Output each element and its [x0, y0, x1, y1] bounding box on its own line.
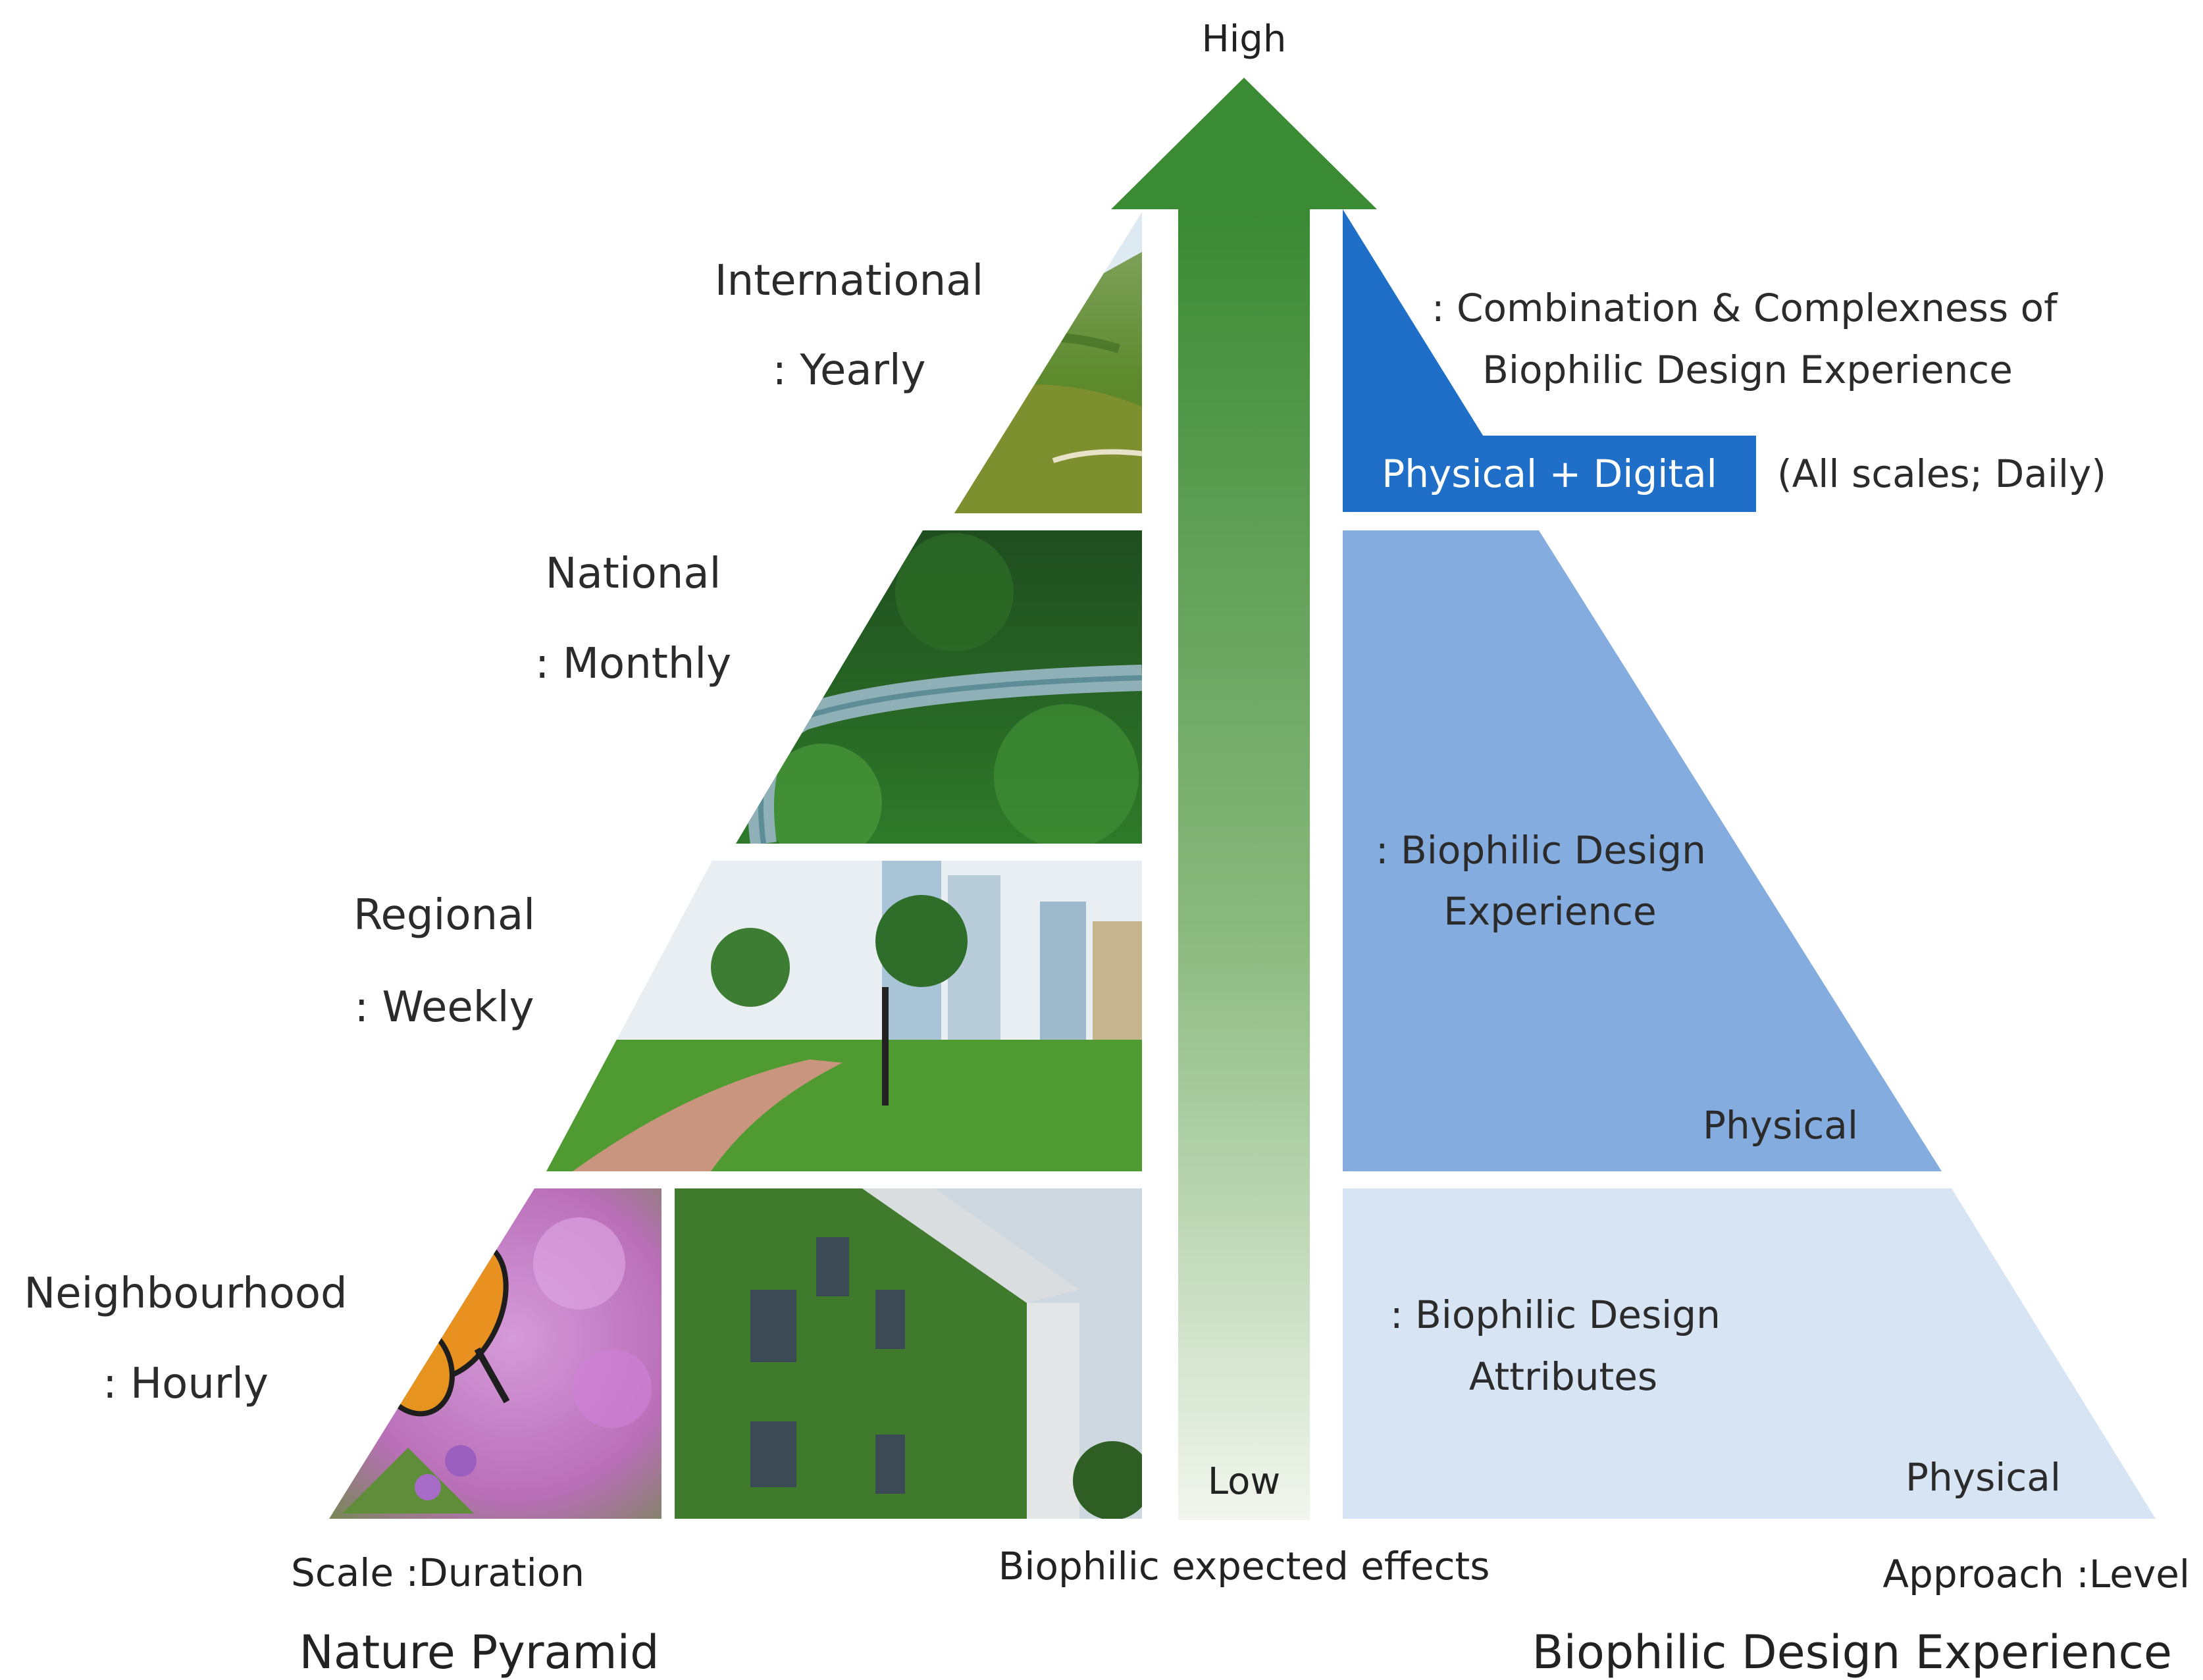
- top-tier-note: (All scales; Daily): [1777, 451, 2106, 496]
- nature-pyramid-axis-caption: Scale :Duration: [291, 1550, 584, 1595]
- butterfly-image: [329, 1188, 661, 1519]
- tier-middle-trapezoid: [1343, 530, 1942, 1171]
- middle-tier-physical-tag: Physical: [1703, 1103, 1858, 1148]
- biophilic-pyramid-title: Biophilic Design Experience: [1532, 1625, 2172, 1679]
- bottom-tier-desc-line2: Attributes: [1469, 1354, 1657, 1399]
- middle-tier-desc-line2: Experience: [1443, 889, 1656, 934]
- top-tier-desc-line1: : Combination & Complexness of: [1432, 286, 2058, 330]
- physical-digital-bar: [1343, 436, 1756, 512]
- middle-tier-desc-line1: : Biophilic Design: [1376, 828, 1706, 873]
- bottom-tier-desc-line1: : Biophilic Design: [1390, 1292, 1721, 1337]
- level-scale-regional: Regional: [353, 891, 535, 940]
- level-scale-neighbourhood: Neighbourhood: [24, 1269, 347, 1318]
- bottom-tier-physical-tag: Physical: [1905, 1455, 2061, 1500]
- level-duration-international: : Yearly: [772, 346, 925, 395]
- arrow-low-label: Low: [1208, 1460, 1280, 1503]
- green-wall-building-image: [675, 1188, 1142, 1519]
- level-duration-national: : Monthly: [535, 640, 731, 688]
- forest-walkway-image: [736, 530, 1142, 844]
- physical-digital-label: Physical + Digital: [1382, 451, 1717, 496]
- top-tier-desc-line2: Biophilic Design Experience: [1482, 347, 2013, 392]
- urban-park-image: [546, 861, 1142, 1171]
- tier-top-triangle: [1343, 209, 1484, 438]
- tier-bottom-trapezoid: [1343, 1188, 2156, 1519]
- level-scale-international: International: [715, 257, 983, 305]
- biophilic-axis-caption: Approach :Level: [1882, 1552, 2190, 1596]
- arrow-head: [1111, 78, 1377, 209]
- arrow-shaft: [1178, 209, 1310, 1520]
- arrow-caption: Biophilic expected effects: [998, 1544, 1490, 1589]
- level-duration-regional: : Weekly: [355, 983, 534, 1032]
- level-scale-national: National: [546, 549, 721, 598]
- nature-pyramid-title: Nature Pyramid: [299, 1625, 659, 1679]
- level-duration-neighbourhood: : Hourly: [103, 1360, 269, 1408]
- arrow-high-label: High: [1202, 18, 1287, 61]
